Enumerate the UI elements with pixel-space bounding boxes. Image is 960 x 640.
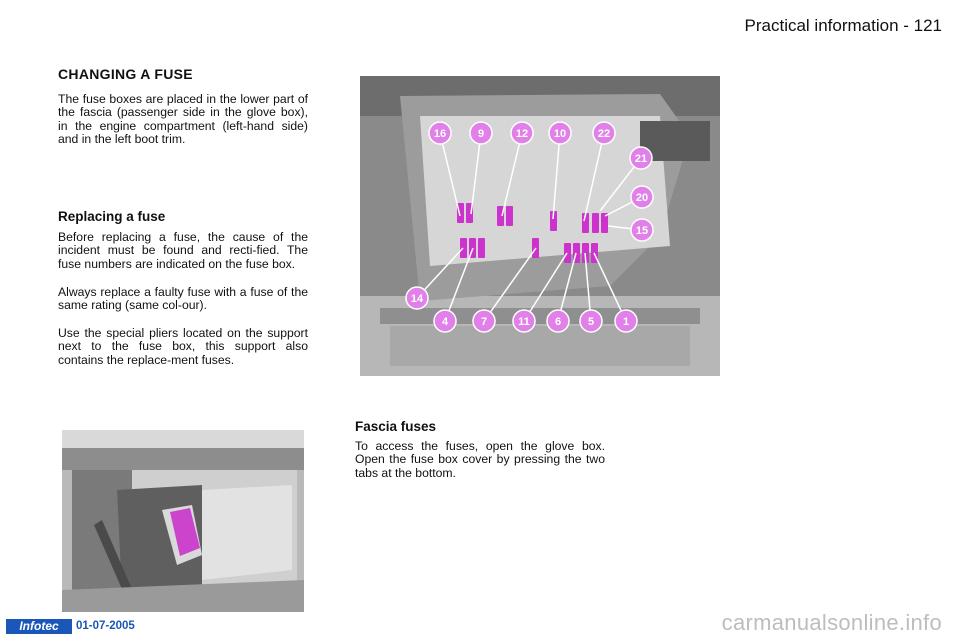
glove-box-illustration: [62, 430, 304, 612]
callout-leader: [593, 252, 627, 322]
callout-number: 10: [554, 128, 566, 140]
fuse: [550, 211, 557, 231]
callout-circle: [546, 309, 570, 333]
callout-number: 21: [635, 153, 647, 165]
callout-circle: [629, 146, 653, 170]
callout-circle: [592, 121, 616, 145]
callout-number: 4: [442, 316, 449, 328]
callout-circle: [510, 121, 534, 145]
callout-circle: [614, 309, 638, 333]
callout-leader: [483, 247, 537, 322]
callout-number: 15: [636, 225, 648, 237]
replacing-paragraph-3: Use the special pliers located on the su…: [58, 326, 308, 367]
callout-number: 20: [636, 192, 648, 204]
fuse-box-photo: 16 9 12 10 22 21 20 15 14 4 7 11 6 5 1: [360, 76, 720, 376]
callout-circle: [630, 185, 654, 209]
callout-number: 14: [411, 293, 424, 305]
replacing-paragraph-2: Always replace a faulty fuse with a fuse…: [58, 285, 308, 313]
callout-leader: [470, 132, 482, 215]
callout-number: 7: [481, 316, 487, 328]
intro-paragraph: The fuse boxes are placed in the lower p…: [58, 92, 308, 147]
callout-circle: [472, 309, 496, 333]
page-header: Practical information - 121: [744, 16, 942, 35]
callout-number: 11: [518, 316, 530, 328]
fascia-title: Fascia fuses: [355, 419, 437, 434]
fuse: [506, 206, 513, 226]
callout-circle: [630, 218, 654, 242]
fuse: [601, 213, 608, 233]
replacing-title: Replacing a fuse: [58, 209, 166, 224]
footer-date: 01-07-2005: [76, 620, 135, 632]
fuse-box-diagram: 16 9 12 10 22 21 20 15 14 4 7 11 6 5 1: [360, 76, 720, 376]
watermark: carmanualsonline.info: [721, 610, 942, 635]
section-title: CHANGING A FUSE: [58, 66, 193, 82]
callout-circle: [548, 121, 572, 145]
callout-circle: [579, 309, 603, 333]
fuse: [592, 213, 599, 233]
fuse: [582, 213, 589, 233]
replacing-paragraph-1: Before replacing a fuse, the cause of th…: [58, 230, 308, 271]
callout-leader: [439, 132, 461, 217]
callout-leader: [523, 252, 568, 322]
callout-leader: [501, 132, 523, 217]
callout-leader: [583, 132, 605, 222]
callout-number: 22: [598, 128, 610, 140]
callout-leader: [552, 132, 561, 220]
callout-number: 16: [434, 128, 446, 140]
callout-circle: [433, 309, 457, 333]
callout-number: 1: [623, 316, 629, 328]
callout-number: 12: [516, 128, 528, 140]
callout-number: 6: [555, 316, 561, 328]
callout-circle: [405, 286, 429, 310]
callout-leader: [444, 247, 474, 322]
callout-circle: [512, 309, 536, 333]
fuse: [497, 206, 504, 226]
callout-number: 9: [478, 128, 484, 140]
callout-circle: [469, 121, 493, 145]
fuse: [564, 243, 571, 263]
fuse-box-highlight: [170, 508, 200, 556]
infotec-logo: Infotec: [6, 619, 72, 634]
fascia-paragraph: To access the fuses, open the glove box.…: [355, 439, 605, 480]
callout-number: 5: [588, 316, 594, 328]
fuse: [460, 238, 467, 258]
callout-circle: [428, 121, 452, 145]
glove-box-photo: [62, 430, 304, 612]
fuse: [478, 238, 485, 258]
